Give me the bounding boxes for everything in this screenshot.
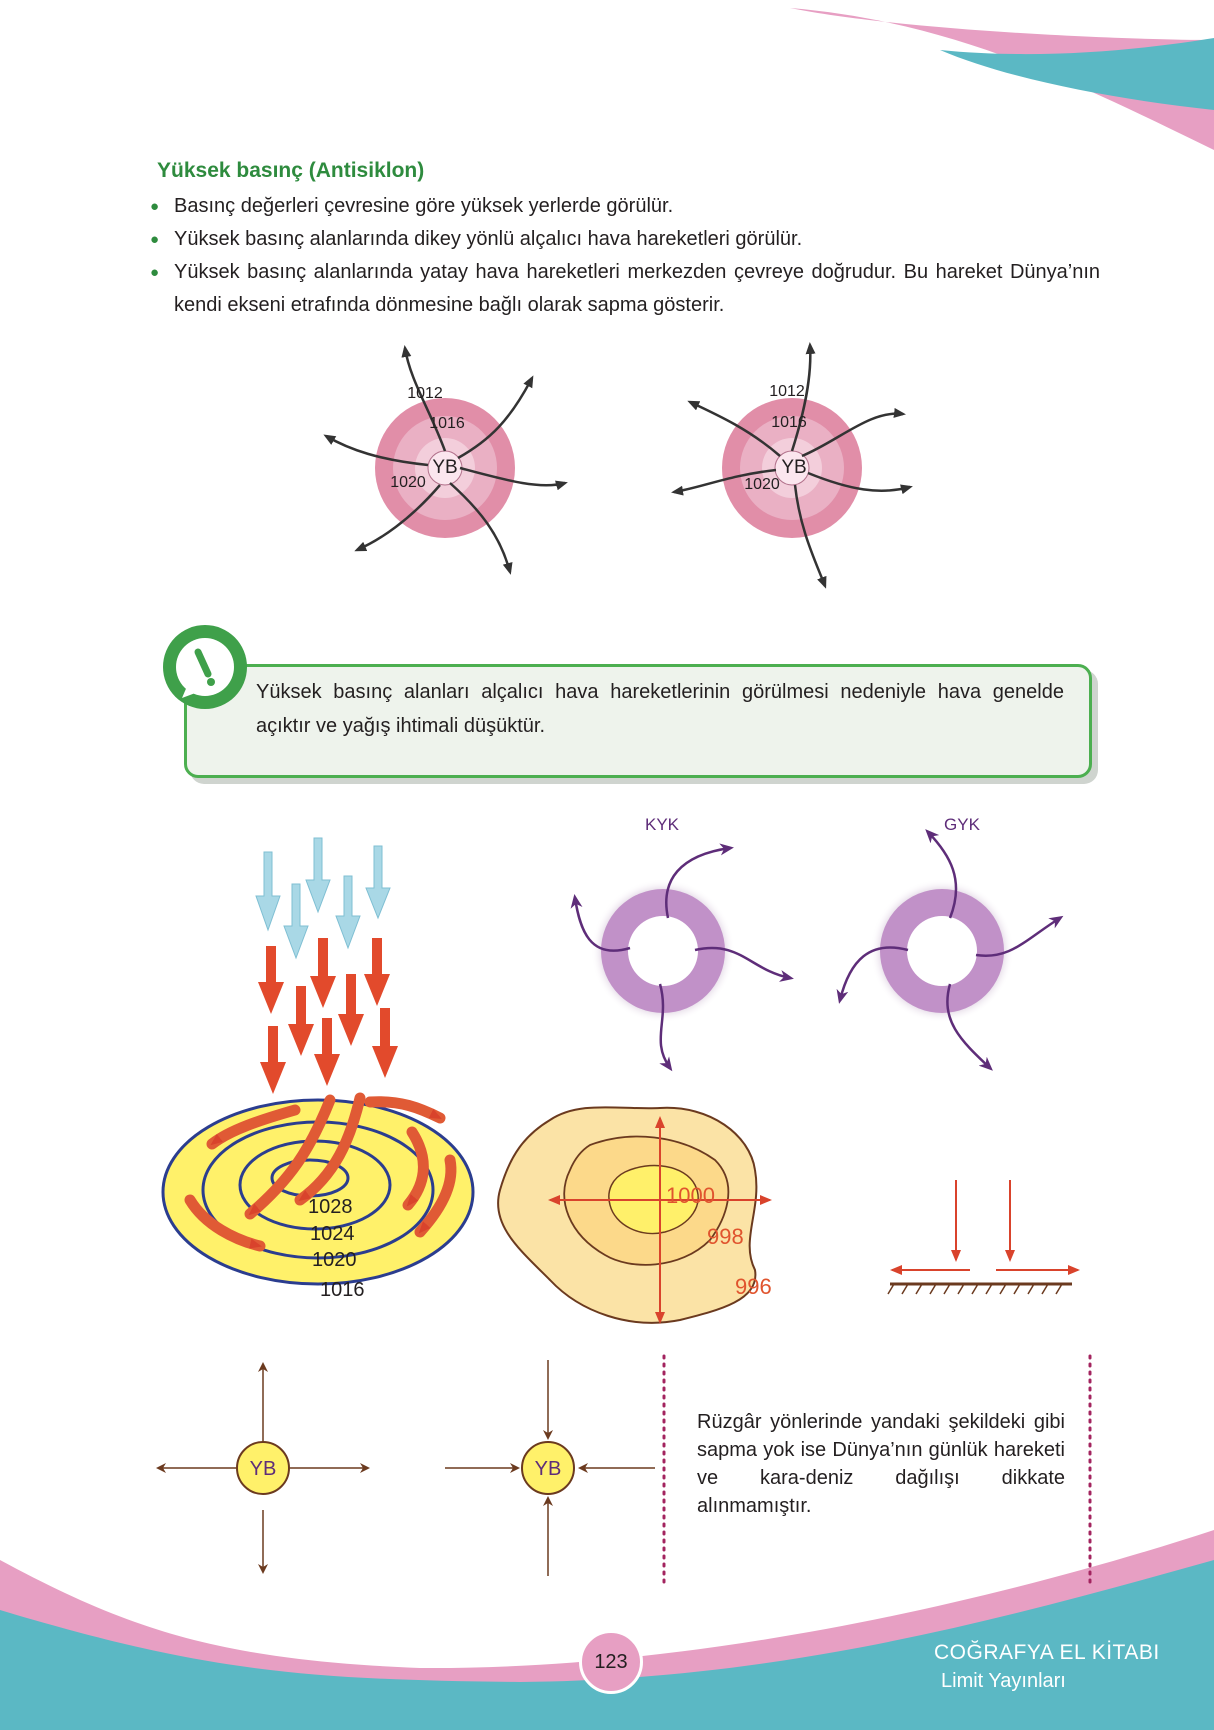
- isobar-label: 996: [735, 1274, 772, 1299]
- book-title: COĞRAFYA EL KİTABI: [934, 1641, 1160, 1664]
- dotted-divider: [662, 1354, 666, 1588]
- center-label: YB: [535, 1458, 562, 1480]
- top-wave-decoration: [790, 8, 1214, 150]
- southern-hemisphere-ring: GYK: [836, 815, 1064, 1071]
- high-pressure-right: YB 1012 1016 1020: [671, 342, 913, 589]
- side-note-text: Rüzgâr yönlerinde yandaki şekildeki gibi…: [697, 1411, 1065, 1517]
- isobar-label: 1000: [666, 1183, 715, 1208]
- bullet-item: Yüksek basınç alanlarında yatay hava har…: [150, 256, 1100, 322]
- dotted-divider: [1088, 1354, 1092, 1588]
- isobar-map: 1000 998 996: [497, 1106, 772, 1324]
- section-title: Yüksek basınç (Antisiklon): [157, 159, 425, 182]
- ground-diagram: [887, 1180, 1080, 1295]
- bullet-list: Basınç değerleri çevresine göre yüksek y…: [150, 190, 1100, 322]
- hemisphere-label: KYK: [645, 815, 680, 834]
- center-label: YB: [250, 1458, 277, 1480]
- note-text: Yüksek basınç alanları alçalıcı hava har…: [256, 681, 1064, 737]
- high-pressure-figure-3: YB YB: [156, 1360, 655, 1576]
- isobar-label: 1028: [308, 1196, 353, 1218]
- hemisphere-label: GYK: [944, 815, 981, 834]
- note-box: [184, 664, 1092, 778]
- northern-hemisphere-ring: KYK: [570, 815, 794, 1072]
- center-label: YB: [781, 457, 806, 478]
- high-pressure-figure-2: 1028 1024 1020 1016 KYK GYK: [161, 815, 1080, 1324]
- isobar-label: 1020: [744, 476, 780, 493]
- convergent-yb-diagram: YB: [445, 1360, 655, 1576]
- publisher-name: Limit Yayınları: [941, 1670, 1066, 1692]
- isobar-label: 1012: [769, 383, 805, 400]
- isobar-label: 1016: [320, 1279, 365, 1301]
- isobar-label: 1020: [312, 1249, 357, 1271]
- descending-air-arrows: [255, 837, 398, 1094]
- bullet-item: Yüksek basınç alanlarında dikey yönlü al…: [150, 223, 1100, 256]
- divergent-yb-diagram: YB: [156, 1362, 370, 1574]
- bullet-item: Basınç değerleri çevresine göre yüksek y…: [150, 190, 1100, 223]
- isobar-label: 998: [707, 1224, 744, 1249]
- high-pressure-left: YB 1012 1016 1020: [323, 345, 568, 575]
- elliptical-isobars: 1028 1024 1020 1016: [161, 1092, 475, 1301]
- exclamation-speech-icon: [163, 625, 247, 709]
- page-number: 123: [579, 1630, 643, 1694]
- high-pressure-figure-1: YB 1012 1016 1020 YB 1012 1016 1020: [323, 342, 913, 589]
- center-label: YB: [432, 457, 457, 478]
- isobar-label: 1012: [407, 385, 443, 402]
- isobar-label: 1016: [429, 415, 465, 432]
- bottom-wave-decoration: [0, 1530, 1214, 1730]
- isobar-label: 1020: [390, 474, 426, 491]
- isobar-label: 1016: [771, 414, 807, 431]
- isobar-label: 1024: [310, 1223, 355, 1245]
